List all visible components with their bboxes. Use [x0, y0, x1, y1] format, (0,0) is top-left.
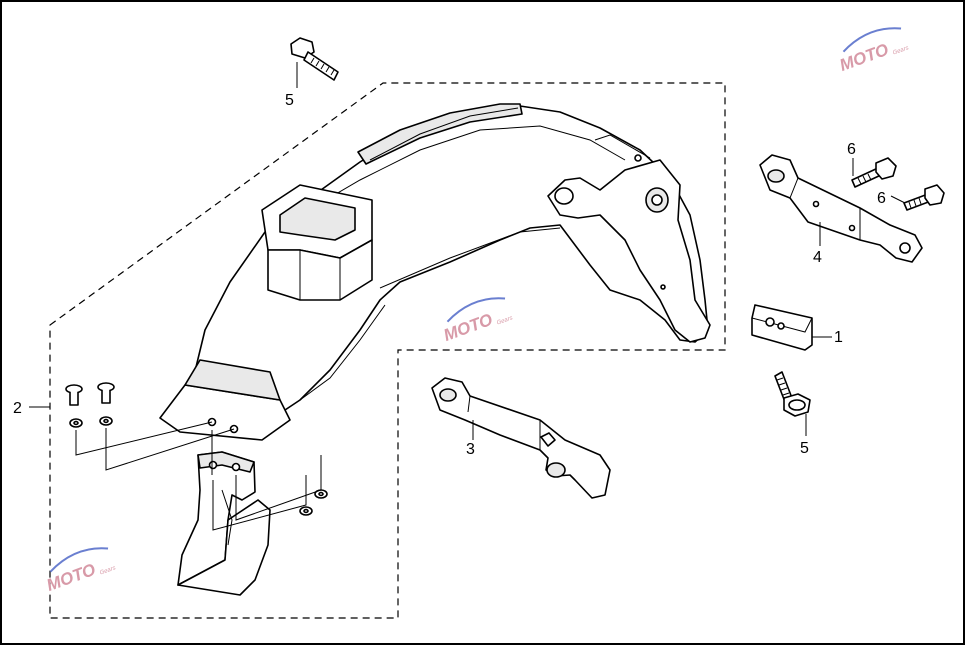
callout-3: 3: [466, 441, 475, 458]
box-wall-edges: [299, 250, 341, 300]
plate-part-1: [751, 304, 813, 351]
mount-hole-left: [554, 187, 574, 205]
callout-1: 1: [834, 329, 843, 346]
washer-right-hole: [103, 418, 109, 424]
rivet-leader-right: [105, 428, 235, 471]
mount-hole-right-inner: [651, 194, 663, 206]
bracket-4-pin-a: [812, 200, 820, 208]
bolt-6-top-head: [875, 157, 897, 180]
bolt-part-5-top: [290, 37, 339, 81]
bracket-3-nut: [540, 432, 556, 447]
callout-5-right: 5: [800, 440, 809, 457]
bolt-part-6-right: [903, 184, 945, 211]
bolt-part-6-top: [851, 157, 897, 188]
bracket-4-fold: [789, 177, 861, 240]
flap-hole-right: [231, 462, 241, 472]
flap-crease: [221, 489, 233, 546]
watermark-subtext: Gears: [892, 45, 909, 56]
bolt-5-right-flange: [788, 399, 806, 411]
bolt-5-top-shank: [303, 51, 339, 81]
bolt-6-right-head: [924, 184, 945, 206]
nut-lower-hole: [303, 508, 309, 514]
rivet-leader-left: [75, 421, 213, 456]
nut-leader-upper: [211, 430, 322, 521]
watermark-swoosh-icon: [842, 27, 902, 53]
callout-4: 4: [813, 249, 822, 266]
callout-2: 2: [13, 400, 22, 417]
bracket-4-body: [759, 154, 923, 263]
plate-1-nut: [777, 322, 785, 330]
rivet-right-shank: [101, 390, 111, 404]
bracket-top-edge: [594, 134, 651, 159]
mud-flap-blade: [177, 499, 271, 596]
watermark-swoosh-icon: [49, 547, 109, 573]
fender-mount-bracket: [547, 159, 711, 343]
leader-6-right: [890, 195, 906, 204]
watermark-text: MOTO: [837, 40, 891, 75]
bracket-4-hole-right: [899, 242, 911, 254]
assembly-boundary: [49, 82, 726, 619]
watermark-swoosh-icon: [446, 297, 506, 323]
bracket-3-hole-right: [546, 462, 566, 478]
watermark-top-right: MOTO Gears: [837, 27, 910, 75]
nut-upper-hole: [318, 491, 324, 497]
watermark-subtext: Gears: [496, 315, 513, 326]
bracket-4-pin-b: [848, 224, 856, 232]
mud-flap: [177, 451, 271, 596]
fender-tab-top: [184, 359, 281, 401]
callout-6-top: 6: [847, 141, 856, 158]
fender-box-wall: [267, 239, 373, 301]
watermark-text: MOTO: [441, 310, 495, 345]
callout-6-right: 6: [877, 190, 886, 207]
rivet-left-head: [65, 384, 83, 394]
plate-1-bolt: [765, 317, 775, 327]
bolt-6-top-thread: [857, 173, 872, 185]
fender-ridge: [357, 103, 523, 165]
watermark-bottom-left: MOTO Gears: [44, 547, 117, 595]
bracket-small-hole: [634, 154, 642, 162]
bracket-3-body: [431, 377, 611, 499]
bracket-4-hole-left: [767, 169, 785, 183]
nut-leader-lower: [212, 475, 307, 531]
rivet-left: [65, 384, 83, 406]
fender-ridge-line: [369, 107, 519, 161]
rivet-right: [97, 382, 115, 404]
bolt-part-5-right: [774, 371, 811, 417]
rivet-left-shank: [69, 392, 79, 406]
fender-lip-line: [299, 304, 386, 401]
bracket-part-3: [431, 377, 611, 499]
watermark-center: MOTO Gears: [441, 297, 514, 345]
bolt-5-right-thread: [776, 377, 790, 396]
bracket-pin: [660, 284, 666, 290]
watermark-subtext: Gears: [99, 565, 116, 576]
watermark-text: MOTO: [44, 560, 98, 595]
flap-hole-left: [208, 460, 218, 470]
bracket-3-hole-left: [439, 388, 457, 402]
fender-edge-line: [299, 125, 626, 216]
fender-box-opening: [279, 197, 356, 241]
bolt-5-top-thread: [310, 57, 335, 76]
bolt-6-right-thread: [908, 197, 922, 209]
fender-lower-line: [379, 227, 561, 289]
rivet-right-head: [97, 382, 115, 392]
bracket-3-fold: [467, 395, 541, 450]
bracket-part-4: [759, 154, 923, 263]
callout-5-top: 5: [285, 92, 294, 109]
washer-left-hole: [73, 420, 79, 426]
